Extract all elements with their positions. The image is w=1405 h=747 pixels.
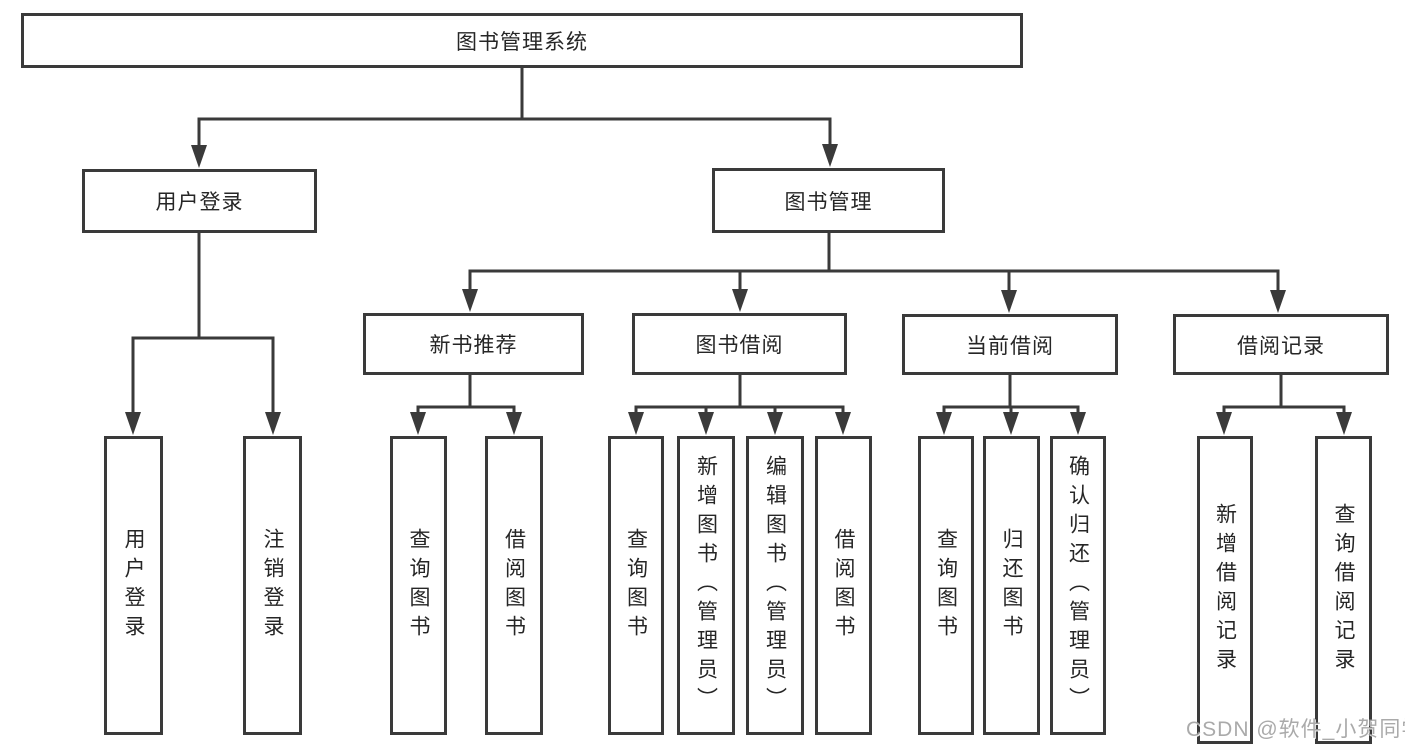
node-borrow-records: 借阅记录: [1173, 314, 1389, 375]
node-user-login: 用户登录: [82, 169, 317, 233]
node-root-label: 图书管理系统: [456, 30, 588, 54]
node-new-book-recommend-label: 新书推荐: [429, 334, 518, 357]
leaf-borrow-books: 借阅图书: [815, 436, 872, 735]
leaf-query-borrow-record: 查询借阅记录: [1315, 436, 1372, 744]
leaf-query-books-borrow: 查询图书: [608, 436, 664, 735]
leaf-return-books-label: 归还图书: [1000, 527, 1023, 644]
leaf-add-borrow-record-label: 新增借阅记录: [1213, 503, 1237, 677]
leaf-add-books-admin-label: 新增图书（管理员）: [694, 455, 718, 716]
leaf-query-books-current-label: 查询图书: [934, 527, 958, 644]
leaf-user-login: 用户登录: [104, 436, 163, 735]
leaf-edit-books-admin: 编辑图书（管理员）: [746, 436, 804, 735]
leaf-user-login-label: 用户登录: [122, 527, 145, 644]
watermark: CSDN @软件_小贺同学: [1186, 718, 1405, 741]
leaf-borrow-books-recommend-label: 借阅图书: [502, 527, 526, 644]
leaf-confirm-return-admin-label: 确认归还（管理员）: [1066, 455, 1090, 716]
leaf-add-books-admin: 新增图书（管理员）: [677, 436, 735, 735]
node-book-management: 图书管理: [712, 168, 945, 233]
leaf-logout-label: 注销登录: [261, 527, 284, 644]
node-user-login-label: 用户登录: [155, 191, 244, 214]
leaf-borrow-books-label: 借阅图书: [832, 527, 855, 644]
leaf-return-books: 归还图书: [983, 436, 1040, 735]
node-book-borrow-label: 图书借阅: [695, 334, 784, 357]
leaf-confirm-return-admin: 确认归还（管理员）: [1050, 436, 1106, 735]
leaf-query-books-borrow-label: 查询图书: [624, 527, 648, 644]
node-current-borrow: 当前借阅: [902, 314, 1118, 375]
leaf-borrow-books-recommend: 借阅图书: [485, 436, 543, 735]
node-book-management-label: 图书管理: [784, 190, 873, 214]
node-borrow-records-label: 借阅记录: [1237, 334, 1325, 358]
leaf-query-borrow-record-label: 查询借阅记录: [1332, 503, 1355, 677]
node-current-borrow-label: 当前借阅: [966, 334, 1054, 358]
node-book-borrow: 图书借阅: [632, 313, 847, 375]
node-new-book-recommend: 新书推荐: [363, 313, 584, 375]
node-root: 图书管理系统: [21, 13, 1023, 68]
leaf-logout: 注销登录: [243, 436, 302, 735]
leaf-query-books-current: 查询图书: [918, 436, 974, 735]
leaf-add-borrow-record: 新增借阅记录: [1197, 436, 1253, 744]
leaf-query-books-recommend-label: 查询图书: [407, 527, 430, 644]
leaf-edit-books-admin-label: 编辑图书（管理员）: [763, 455, 787, 716]
leaf-query-books-recommend: 查询图书: [390, 436, 447, 735]
